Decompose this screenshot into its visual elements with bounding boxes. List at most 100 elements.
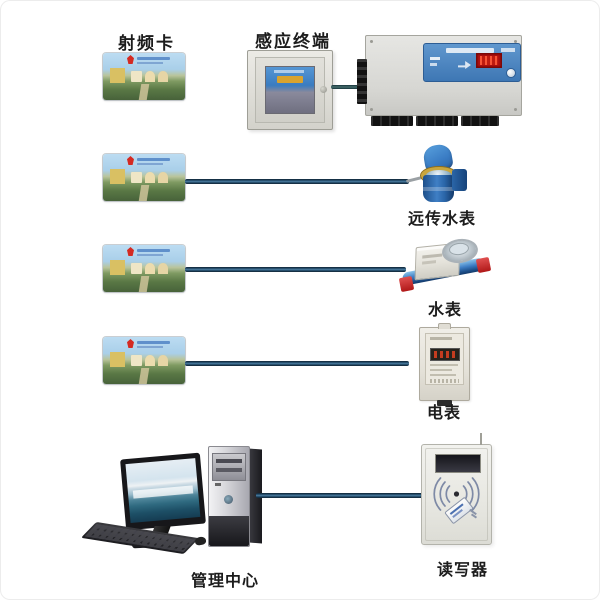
label-electric-meter: 电表 [427,403,462,422]
reader-inner-border [425,448,488,541]
reader-display [435,454,481,473]
screen-highlight-band [132,485,194,499]
management-center-computer-icon [81,444,266,560]
screw-dot [514,108,517,111]
label-rf-card: 射频卡 [118,34,175,54]
electric-meter-icon [419,323,470,406]
housing-slot-shape [422,260,437,265]
controller-led-display [476,53,502,68]
card-building-shape [158,172,168,183]
connector-computer-to-reader [256,493,423,498]
card-logo-text-shape [137,346,163,348]
card-walkway-shape [138,185,150,201]
rf-card-photo-icon [103,53,185,100]
card-walkway-shape [138,368,150,384]
controller-terminal-strip [371,116,413,126]
meter-label-row-shape [430,374,456,376]
card-logo-icon [127,55,134,64]
reader-antenna-stub [480,433,482,445]
card-building-shape [131,355,142,366]
rfid-reader-icon [421,433,492,545]
card-logo-icon [127,247,134,256]
controller-terminal-strip [461,116,499,126]
panel-indicator-shape [430,63,437,66]
label-water-meter: 水表 [428,300,463,319]
meter-lcd-display [430,348,460,361]
computer-mouse [194,536,207,546]
panel-arrow-icon [458,61,471,69]
induction-terminal-icon [247,50,333,130]
meter-body [423,175,454,202]
connector-terminal-to-controller [331,85,366,89]
controller-front-panel [423,43,521,82]
housing-slot-shape [422,253,443,259]
screw-dot [370,108,373,111]
panel-brand-text-shape [501,48,515,52]
label-induction-terminal: 感应终端 [255,32,331,52]
controller-terminal-strip [416,116,458,126]
terminal-screen [265,66,315,114]
card-logo-text-shape [137,254,163,256]
label-reader: 读写器 [437,560,489,579]
card-logo-icon [127,156,134,165]
computer-monitor [120,452,206,531]
card-building-shape [110,169,125,184]
meter-label-row-shape [430,369,452,371]
card-building-shape [145,71,155,82]
card-walkway-shape [138,84,150,100]
antenna-waves-icon [433,477,480,511]
meter-side-pipe [452,169,467,191]
meter-body-stripe [423,187,454,191]
meter-name-text-shape [430,337,452,340]
controller-side-connector [357,59,367,104]
terminal-screen-text-shape [274,70,304,73]
card-building-shape [131,172,142,183]
rf-card-photo-icon [103,154,185,201]
connector-card-to-water-meter [185,267,406,272]
remote-water-meter-icon [405,142,472,207]
rf-card-photo-icon [103,245,185,292]
lcd-digits-shape [434,351,456,358]
card-building-shape [131,263,142,274]
card-building-shape [145,355,155,366]
card-walkway-shape [138,276,150,292]
connector-card-to-electric-meter [185,361,409,366]
computer-tower [208,446,262,547]
pipe-cap-right [475,256,492,274]
card-logo-text-shape [137,249,170,252]
monitor-screen [125,458,201,523]
rf-card-photo-icon [103,337,185,384]
meter-grille-shape [430,379,459,383]
meter-bottom-connector [437,400,452,406]
card-building-shape [145,263,155,274]
terminal-knob [320,86,327,93]
card-building-shape [158,263,168,274]
controller-box-icon [357,35,522,126]
label-remote-water-meter: 远传水表 [408,209,477,228]
card-building-shape [158,355,168,366]
meter-face-panel [425,333,464,385]
tower-front-face [208,446,250,547]
card-building-shape [158,71,168,82]
screw-dot [370,40,373,43]
terminal-screen-bar [277,76,303,83]
tower-lower-vent [209,516,249,546]
meter-label-row-shape [430,364,458,366]
card-building-shape [110,352,125,367]
card-building-shape [145,172,155,183]
card-logo-text-shape [137,341,170,344]
power-button-shape [215,483,221,486]
controller-button [506,68,516,78]
connector-card-to-remote-water-meter [185,179,409,184]
panel-title-text-shape [446,48,494,53]
card-building-shape [110,260,125,275]
led-digits-shape [480,56,498,65]
label-management-center: 管理中心 [191,571,260,590]
panel-indicator-shape [430,57,440,60]
drive-slot-shape [216,468,242,472]
card-logo-text-shape [137,57,170,60]
card-building-shape [110,68,125,83]
pipe-cap-left [398,275,415,293]
card-logo-icon [127,339,134,348]
